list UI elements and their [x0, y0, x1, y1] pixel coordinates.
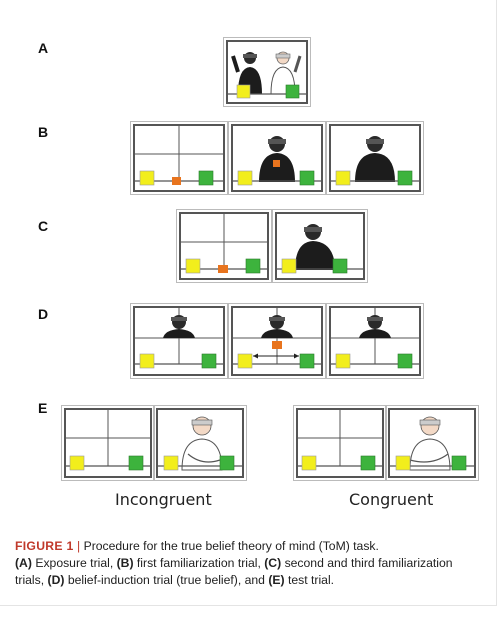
caption-separator: | [77, 539, 81, 553]
panel-b1-empty-scene [130, 121, 228, 195]
caption-marker-d: (D) [47, 573, 65, 587]
row-label-d: D [38, 306, 49, 322]
caption-text-b: first familiarization trial, [136, 556, 261, 570]
row-label-b: B [38, 124, 49, 140]
caption-marker-c: (C) [264, 556, 282, 570]
figure: A B C D E [0, 0, 497, 606]
caption-text-a: Exposure trial, [35, 556, 114, 570]
panel-b2-actor-holding [228, 121, 326, 195]
caption-text-c: second and third familiarization trials, [15, 556, 453, 587]
caption-text-d: belief-induction trial (true belief), an… [67, 573, 265, 587]
panel-c1-empty-scene [176, 209, 272, 283]
row-label-a: A [38, 40, 49, 56]
caption-marker-b: (B) [116, 556, 134, 570]
panel-b3-actor-reaching [326, 121, 424, 195]
panel-a-exposure [223, 37, 311, 107]
label-congruent: Congruent [349, 490, 434, 509]
row-label-c: C [38, 218, 49, 234]
panel-d2-object-moving [228, 303, 326, 379]
panel-d1-actor-watching [130, 303, 228, 379]
panel-c2-actor-grasping [272, 209, 368, 283]
figure-number: FIGURE 1 [15, 539, 74, 553]
caption-marker-a: (A) [15, 556, 32, 570]
caption-text-e: test trial. [288, 573, 335, 587]
caption-marker-e: (E) [268, 573, 285, 587]
row-label-e: E [38, 400, 48, 416]
figure-caption: FIGURE 1 | Procedure for the true belief… [15, 538, 485, 589]
panel-e3-empty-scene [293, 405, 387, 481]
panel-e2-actor-reaching-green [153, 405, 247, 481]
caption-lead: Procedure for the true belief theory of … [83, 539, 379, 553]
panel-e1-empty-scene [61, 405, 155, 481]
label-incongruent: Incongruent [115, 490, 212, 509]
panel-d3-actor-watching [326, 303, 424, 379]
panel-e4-actor-reaching-yellow [385, 405, 479, 481]
